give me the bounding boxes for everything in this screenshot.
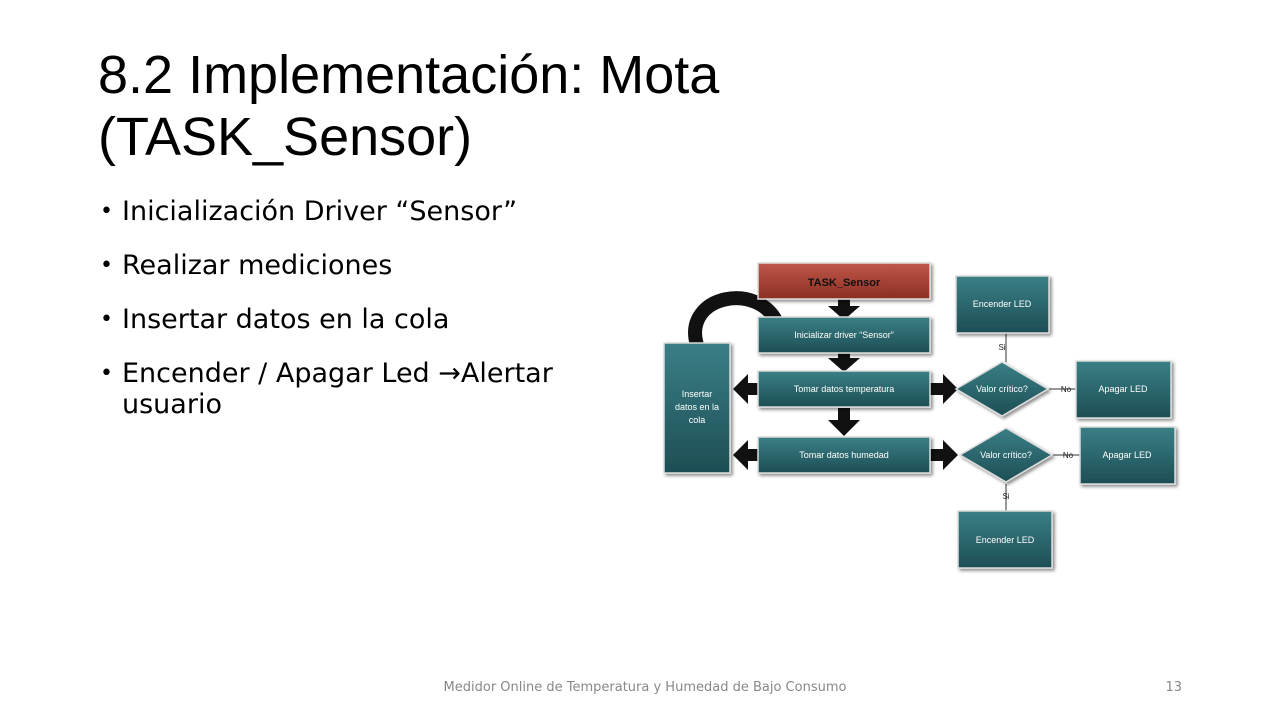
- right-arrow-icon: →: [438, 358, 461, 389]
- insert-queue-label-1: Insertar: [682, 389, 713, 399]
- task-sensor-label: TASK_Sensor: [808, 277, 881, 289]
- bullet-text: Encender / Apagar Led: [122, 358, 439, 389]
- init-driver-label: Inicializar driver “Sensor”: [794, 330, 894, 340]
- bullet-list: • Inicialización Driver “Sensor” • Realiza…: [100, 196, 640, 420]
- yes-label-top: Si: [998, 343, 1005, 352]
- slide-title-line-2: (TASK_Sensor): [98, 107, 473, 167]
- take-humidity-label: Tomar datos humedad: [799, 450, 889, 460]
- bullet-item: • Insertar datos en la cola: [100, 304, 640, 335]
- bullet-text: Realizar mediciones: [122, 250, 393, 281]
- insert-queue-label-2: datos en la: [675, 402, 719, 412]
- led-on-bottom-box: [957, 510, 1053, 569]
- no-label-temperature: No: [1061, 385, 1072, 394]
- no-label-humidity: No: [1063, 451, 1074, 460]
- bullet-text-continuation: usuario: [122, 389, 222, 420]
- insert-queue-box: [663, 342, 731, 474]
- init-driver-box: [757, 316, 931, 354]
- decision-temperature-label: Valor crítico?: [976, 384, 1028, 394]
- led-off-humidity-label: Apagar LED: [1102, 450, 1152, 460]
- decision-temperature-diamond: [954, 361, 1050, 417]
- left-arrow-icon: [733, 440, 765, 470]
- slide-title: 8.2 Implementación: Mota (TASK_Sensor): [98, 44, 1198, 168]
- flow-arrow-down-icon: [828, 350, 860, 372]
- decision-humidity-label: Valor crítico?: [980, 450, 1032, 460]
- bullet-dot-icon: •: [100, 307, 113, 332]
- right-arrow-icon: [928, 440, 958, 470]
- led-off-temperature-box: [1075, 360, 1172, 419]
- bullet-item: • Encender / Apagar Led →Alertar usuario: [100, 358, 640, 420]
- bullet-dot-icon: •: [100, 199, 113, 224]
- bullet-dot-icon: •: [100, 361, 113, 386]
- right-arrow-icon: [928, 374, 958, 404]
- bullet-item: • Inicialización Driver “Sensor”: [100, 196, 640, 227]
- led-off-humidity-box: [1079, 426, 1176, 485]
- bullet-item: • Realizar mediciones: [100, 250, 640, 281]
- flow-arrow-down-icon: [828, 408, 860, 436]
- slide-title-line-1: 8.2 Implementación: Mota: [98, 45, 720, 105]
- bullet-text: Insertar datos en la cola: [122, 304, 450, 335]
- bullet-text-tail: Alertar: [460, 358, 553, 389]
- page-number: 13: [1165, 680, 1182, 695]
- take-humidity-box: [757, 436, 931, 474]
- flow-arrow-down-icon: [828, 298, 860, 320]
- decision-humidity-diamond: [958, 427, 1054, 483]
- slide-footer: Medidor Online de Temperatura y Humedad …: [443, 680, 847, 695]
- yes-label-bottom: Si: [1002, 492, 1009, 501]
- loop-arrow-icon: [688, 291, 795, 352]
- led-on-bottom-label: Encender LED: [976, 535, 1035, 545]
- bullet-text: Inicialización Driver “Sensor”: [122, 196, 518, 227]
- left-arrow-icon: [733, 374, 765, 404]
- task-sensor-box: [757, 262, 931, 300]
- take-temperature-label: Tomar datos temperatura: [794, 384, 895, 394]
- bullet-dot-icon: •: [100, 253, 113, 278]
- led-on-top-box: [955, 275, 1050, 334]
- take-temperature-box: [757, 370, 931, 408]
- led-off-temperature-label: Apagar LED: [1098, 384, 1148, 394]
- insert-queue-label-3: cola: [689, 415, 706, 425]
- connector-lines: [1005, 333, 1080, 512]
- led-on-top-label: Encender LED: [973, 299, 1032, 309]
